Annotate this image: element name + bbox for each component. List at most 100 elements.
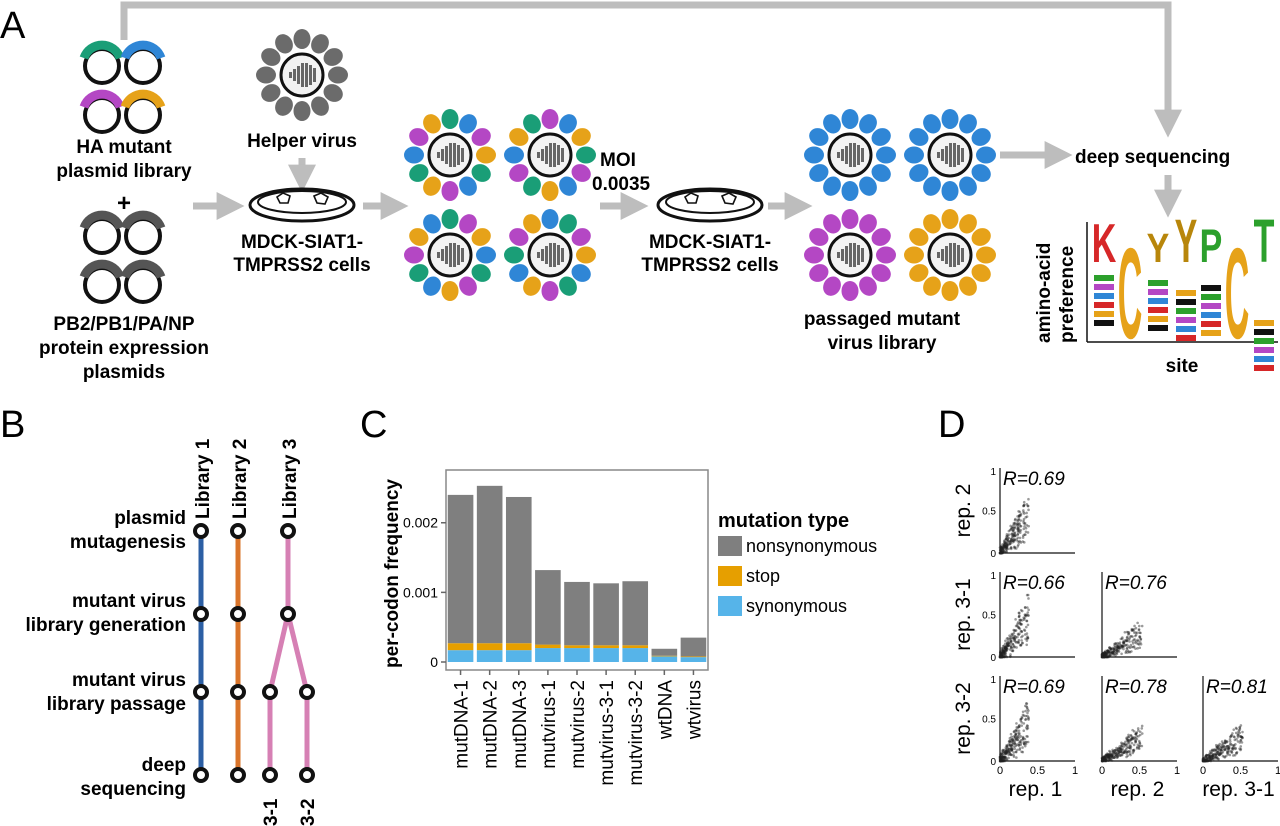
scatter-point [1013, 629, 1016, 632]
scatter-point [1133, 624, 1136, 628]
scatter-point [1019, 512, 1023, 516]
scatter-point [1009, 637, 1012, 640]
scatter-point [1132, 638, 1136, 642]
scatter-point [1003, 646, 1006, 650]
scatter-point [1019, 717, 1023, 721]
scatter-point [1139, 641, 1142, 644]
scatter-point [1100, 654, 1104, 658]
scatter-point [1101, 653, 1104, 656]
scatter-point [1123, 749, 1127, 752]
scatter-point [1232, 746, 1235, 750]
scatter-point [1212, 748, 1216, 751]
scatter-point [1225, 740, 1229, 744]
scatter-point [1000, 653, 1003, 656]
scatter-point [1018, 522, 1021, 525]
scatter-point [1003, 542, 1007, 546]
panel-b-letter: B [0, 404, 25, 446]
scatter-point [1128, 746, 1131, 750]
d-ytick-label: 1 [990, 467, 996, 478]
scatter-point [1130, 629, 1134, 632]
logo-minor-letter [1094, 293, 1114, 299]
scatter-point [1115, 646, 1118, 649]
scatter-point [1112, 647, 1116, 650]
scatter-point [1131, 736, 1135, 739]
scatter-point [1005, 637, 1009, 640]
scatter-point [1007, 533, 1011, 536]
scatter-point [1106, 753, 1109, 757]
scatter-point [1234, 731, 1238, 735]
scatter-point [1210, 754, 1214, 758]
scatter-point [1014, 624, 1018, 628]
scatter-point [1122, 745, 1125, 749]
scatter-point [1019, 717, 1023, 721]
helper-virus-icon [256, 28, 348, 121]
scatter-point [1003, 755, 1006, 759]
scatter-point [1010, 746, 1013, 750]
scatter-point [998, 551, 1002, 555]
scatter-point [999, 752, 1002, 756]
scatter-point [1105, 655, 1109, 659]
cells1-label-2: TMPRSS2 cells [233, 255, 370, 276]
scatter-point [1106, 752, 1110, 756]
scatter-point [1219, 750, 1222, 754]
scatter-point [1103, 758, 1107, 761]
scatter-point [1128, 744, 1131, 747]
scatter-point [1022, 504, 1025, 508]
scatter-point [1002, 650, 1006, 653]
scatter-point [1108, 754, 1111, 758]
scatter-point [1119, 748, 1123, 752]
scatter-point [1206, 756, 1209, 760]
scatter-point [1107, 651, 1111, 655]
scatter-point [1102, 655, 1106, 659]
scatter-point [1134, 740, 1137, 743]
scatter-point [1023, 613, 1027, 616]
scatter-point [1102, 756, 1106, 760]
scatter-point [1021, 534, 1025, 537]
scatter-point [1108, 756, 1111, 759]
scatter-point [1022, 503, 1026, 507]
scatter-point [1004, 647, 1007, 650]
d-correlation-label: R=0.76 [1105, 573, 1167, 594]
scatter-point [1000, 655, 1004, 659]
scatter-point [1120, 753, 1123, 757]
scatter-point [1003, 543, 1007, 547]
scatter-point [1218, 753, 1221, 756]
scatter-point [1010, 748, 1014, 752]
scatter-point [1119, 747, 1123, 750]
scatter-point [1008, 634, 1011, 637]
scatter-point [1226, 744, 1230, 748]
scatter-point [1112, 650, 1116, 654]
scatter-point [1105, 755, 1109, 758]
scatter-point [1006, 539, 1009, 543]
scatter-point [1132, 628, 1136, 631]
scatter-point [1005, 644, 1008, 648]
scatter-point [1218, 742, 1222, 746]
scatter-point [1020, 635, 1023, 639]
scatter-point [1103, 655, 1106, 659]
scatter-point [1027, 497, 1030, 501]
scatter-point [1108, 646, 1111, 649]
scatter-point [999, 759, 1002, 763]
d-ytick-label: 0.5 [982, 611, 996, 622]
scatter-point [1004, 755, 1008, 759]
scatter-point [1004, 651, 1007, 654]
scatter-point [1000, 655, 1003, 659]
scatter-point [999, 759, 1002, 763]
scatter-point [1102, 655, 1106, 659]
scatter-point [1209, 759, 1213, 762]
logo-minor-letter [1254, 338, 1274, 344]
scatter-point [1140, 732, 1144, 735]
scatter-point [1018, 536, 1022, 540]
scatter-point [1012, 646, 1015, 649]
ha-library-label-2: plasmid library [56, 161, 192, 182]
scatter-point [1016, 641, 1019, 644]
scatter-point [1239, 735, 1242, 738]
scatter-point [1240, 741, 1244, 744]
moi-value: 0.0035 [592, 174, 651, 195]
scatter-point [1017, 626, 1021, 629]
scatter-point [1019, 629, 1023, 633]
c-ytick-label: 0.002 [403, 515, 438, 531]
scatter-point [1131, 640, 1134, 643]
scatter-point [1014, 733, 1017, 737]
